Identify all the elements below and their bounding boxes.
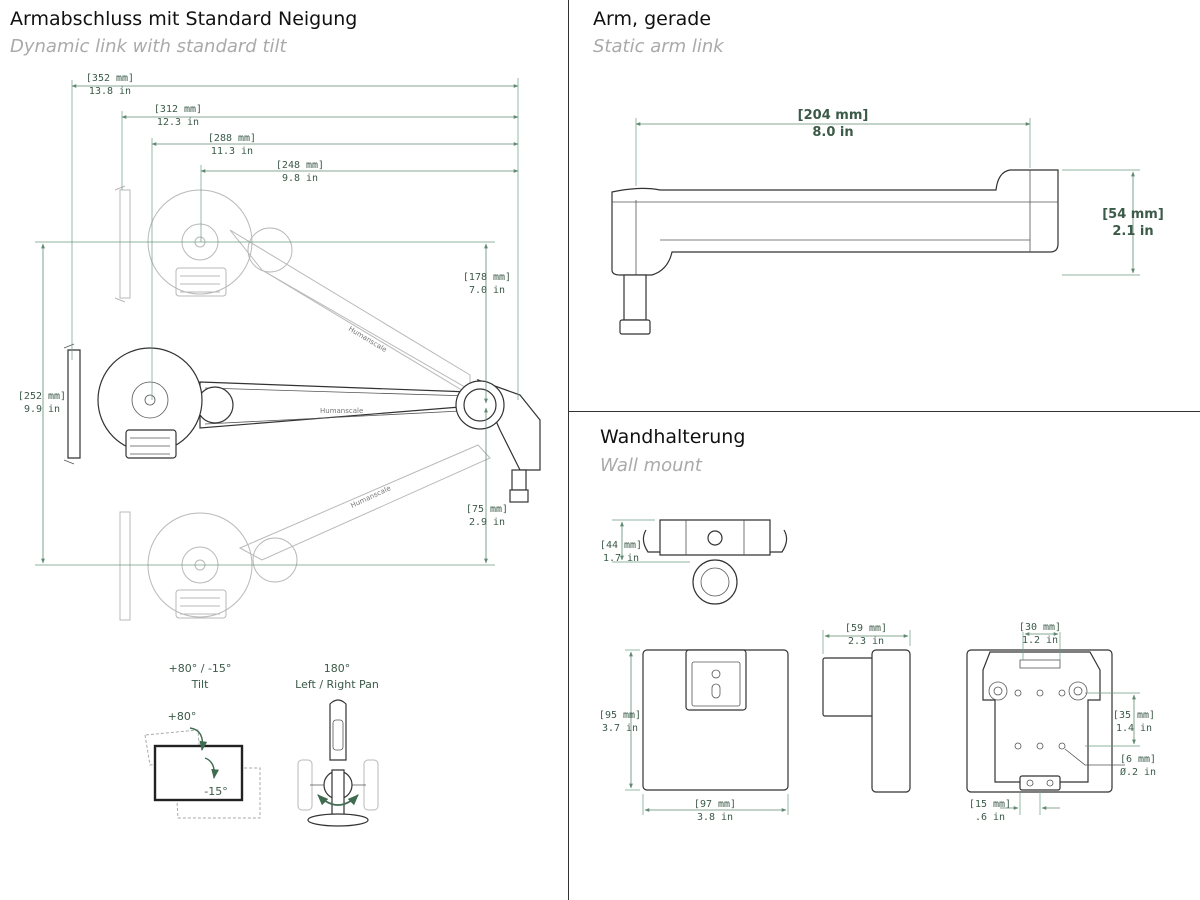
dim-44-in: 1.7 in [603, 553, 639, 564]
dim-54-in: 2.1 in [1112, 224, 1153, 239]
static-arm-subtitle: Static arm link [593, 36, 724, 57]
dim-288-in: 11.3 in [211, 146, 253, 157]
wall-mount-title: Wandhalterung [600, 426, 746, 448]
dim-75-in: 2.9 in [469, 517, 505, 528]
dimension-heights: [252 mm] 9.9 in [178 mm] 7.0 in [75 mm] … [18, 241, 511, 566]
dim-252-in: 9.9 in [24, 404, 60, 415]
wall-mount-back-view: [30 mm] 1.2 in [35 mm] 1.4 in [6 mm] Ø.2… [966, 622, 1156, 823]
pan-label: Left / Right Pan [295, 678, 379, 691]
tilt-plus: +80° [168, 710, 197, 723]
dim-75-mm: [75 mm] [466, 504, 508, 515]
dim-35-mm: [35 mm] [1113, 710, 1155, 721]
dim-248-mm: [248 mm] [276, 160, 324, 171]
dynamic-link-subtitle: Dynamic link with standard tilt [10, 36, 287, 57]
tilt-minus: -15° [204, 785, 227, 798]
arm-main-position: Humanscale [63, 343, 541, 503]
dim-312-in: 12.3 in [157, 117, 199, 128]
tilt-angles: +80° / -15° [169, 662, 232, 675]
pan-angle: 180° [324, 662, 351, 675]
dynamic-link-drawing: Humanscale Humanscale Humanscale [18, 73, 541, 827]
dim-95-in: 3.7 in [602, 723, 638, 734]
static-arm-title: Arm, gerade [593, 8, 712, 30]
wall-mount-side-view: [59 mm] 2.3 in [822, 623, 911, 793]
dim-6-in: Ø.2 in [1120, 766, 1156, 778]
dim-30-in: 1.2 in [1022, 635, 1058, 646]
dim-204-in: 8.0 in [812, 125, 853, 140]
static-arm-drawing: [204 mm] 8.0 in [54 mm] 2.1 in [611, 108, 1164, 335]
dim-352-mm: [352 mm] [86, 73, 134, 84]
dim-352-in: 13.8 in [89, 86, 131, 97]
dim-248-in: 9.8 in [282, 173, 318, 184]
dynamic-link-title: Armabschluss mit Standard Neigung [10, 8, 358, 30]
dim-204-mm: [204 mm] [798, 108, 869, 123]
static-arm-body [611, 169, 1059, 335]
dim-178-in: 7.0 in [469, 285, 505, 296]
tilt-label: Tilt [191, 678, 209, 691]
dim-252-mm: [252 mm] [18, 391, 66, 402]
dimension-widths: [352 mm] 13.8 in [312 mm] 12.3 in [288 m… [71, 73, 519, 400]
dim-44-mm: [44 mm] [600, 540, 642, 551]
dim-59-in: 2.3 in [848, 636, 884, 647]
dim-97-mm: [97 mm] [694, 799, 736, 810]
dim-54-mm: [54 mm] [1102, 207, 1164, 222]
tilt-diagram: +80° / -15° Tilt +80° -15° [144, 662, 261, 819]
dim-312-mm: [312 mm] [154, 104, 202, 115]
horizontal-divider [568, 411, 1200, 412]
dim-15-in: .6 in [975, 812, 1005, 823]
dim-35-in: 1.4 in [1116, 723, 1152, 734]
wall-mount-subtitle: Wall mount [600, 455, 702, 476]
wall-mount-top-view: [44 mm] 1.7 in [600, 519, 788, 605]
dim-95-mm: [95 mm] [599, 710, 641, 721]
dim-15-mm: [15 mm] [969, 799, 1011, 810]
dim-6-mm: [6 mm] [1120, 754, 1156, 765]
vertical-divider [568, 0, 569, 900]
dim-30-mm: [30 mm] [1019, 622, 1061, 633]
dim-178-mm: [178 mm] [463, 272, 511, 283]
wall-mount-front-view: [95 mm] 3.7 in [97 mm] 3.8 in [599, 649, 789, 823]
pan-diagram: 180° Left / Right Pan [295, 662, 379, 827]
dim-97-in: 3.8 in [697, 812, 733, 823]
dim-59-mm: [59 mm] [845, 623, 887, 634]
brand-label-main: Humanscale [320, 407, 363, 415]
dim-288-mm: [288 mm] [208, 133, 256, 144]
